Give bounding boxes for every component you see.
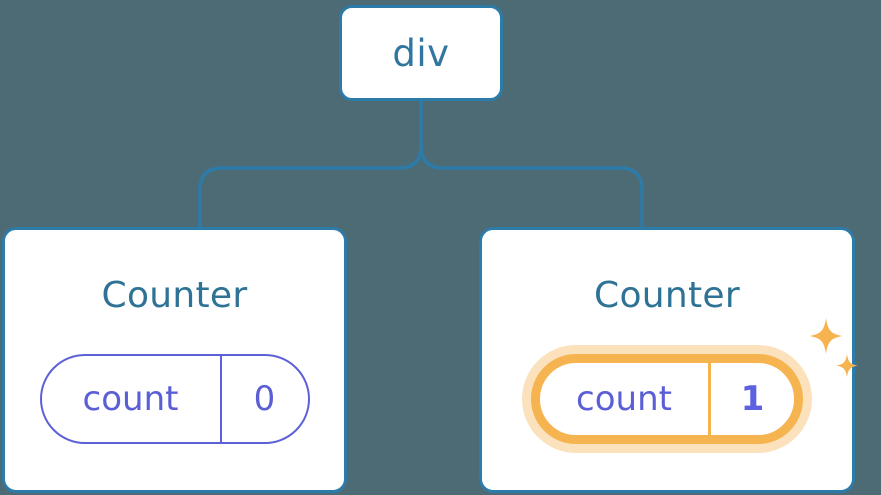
- prop-value: 1: [740, 379, 765, 419]
- prop-pill[interactable]: count 0: [39, 354, 310, 444]
- prop-key: count: [42, 356, 222, 442]
- node-root-div[interactable]: div: [339, 5, 503, 101]
- prop-pill-highlighted[interactable]: count 1: [531, 354, 803, 444]
- prop-pill-glow: count 1: [522, 345, 812, 453]
- prop-value: 0: [253, 379, 276, 419]
- node-counter-right[interactable]: Counter count 1: [479, 227, 858, 493]
- prop-pill-container: count 0: [5, 354, 344, 444]
- root-node-label: div: [392, 31, 450, 75]
- component-title: Counter: [101, 275, 248, 316]
- prop-key: count: [540, 363, 711, 435]
- node-counter-left[interactable]: Counter count 0: [2, 227, 347, 493]
- prop-pill-container: count 1: [482, 345, 852, 453]
- component-title: Counter: [594, 275, 740, 316]
